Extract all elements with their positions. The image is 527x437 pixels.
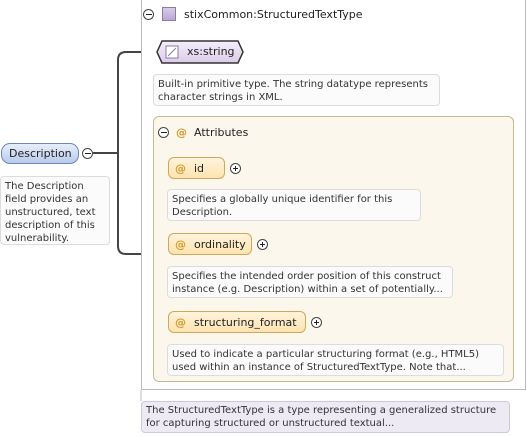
attribute-note-ordinality: Specifies the intended order position of…	[167, 266, 453, 298]
type-title: stixCommon:StructuredTextType	[184, 7, 363, 21]
attribute-id[interactable]: @ id	[168, 157, 225, 179]
attribute-note-id: Specifies a globally unique identifier f…	[167, 189, 421, 221]
attributes-title-row: @ Attributes	[158, 124, 248, 140]
attributes-title: Attributes	[194, 125, 249, 139]
base-type-shape	[156, 40, 244, 64]
attribute-icon: @	[175, 161, 186, 175]
base-type-box[interactable]: xs:string	[156, 40, 244, 64]
attribute-row-structuring-format: @ structuring_format	[168, 311, 322, 333]
collapse-type-icon[interactable]	[143, 8, 154, 20]
expand-structuring-format-icon[interactable]	[311, 316, 322, 328]
attribute-label: id	[194, 161, 205, 175]
element-note: The Description field provides an unstru…	[0, 176, 110, 245]
attribute-ordinality[interactable]: @ ordinality	[168, 233, 252, 255]
base-type-note: Built-in primitive type. The string data…	[153, 74, 440, 106]
attribute-row-ordinality: @ ordinality	[168, 233, 268, 255]
attribute-note-structuring-format: Used to indicate a particular structurin…	[167, 344, 504, 376]
expand-id-icon[interactable]	[230, 162, 241, 174]
collapse-attributes-icon[interactable]	[158, 126, 169, 138]
base-type-label: xs:string	[187, 45, 235, 58]
element-label: Description	[9, 147, 72, 160]
expand-ordinality-icon[interactable]	[257, 238, 268, 250]
attribute-icon: @	[176, 125, 187, 139]
description-element[interactable]: Description	[1, 143, 79, 164]
attribute-label: ordinality	[194, 237, 246, 251]
type-title-row: stixCommon:StructuredTextType	[143, 5, 363, 23]
type-note: The StructuredTextType is a type represe…	[141, 401, 510, 433]
attribute-label: structuring_format	[194, 315, 297, 329]
collapse-description-icon[interactable]	[82, 148, 93, 159]
attribute-icon: @	[175, 237, 186, 251]
attribute-icon: @	[175, 315, 186, 329]
attribute-row-id: @ id	[168, 157, 241, 179]
attribute-structuring-format[interactable]: @ structuring_format	[168, 311, 306, 333]
complex-type-icon	[162, 7, 176, 21]
